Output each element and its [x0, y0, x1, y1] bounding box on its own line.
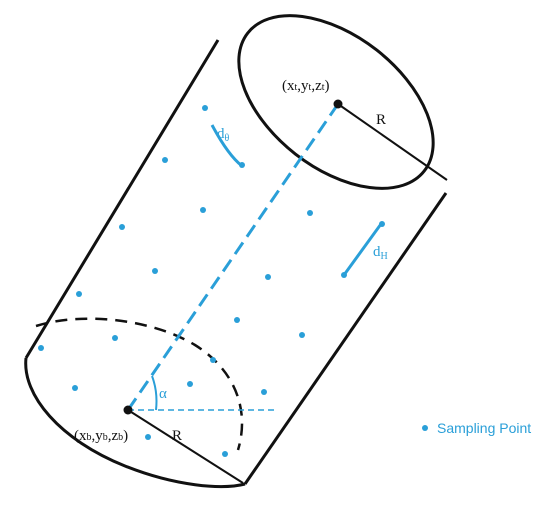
d-theta-label: dθ: [217, 126, 230, 144]
sampling-point: [112, 335, 118, 341]
axis-line: [126, 103, 340, 411]
sampling-point: [152, 268, 158, 274]
bottom-center-point: [123, 405, 133, 415]
sampling-point: [299, 332, 305, 338]
sampling-point: [187, 381, 193, 387]
top-center-point: [333, 99, 343, 109]
sampling-point: [119, 224, 125, 230]
sampling-point: [239, 162, 245, 168]
sampling-point: [210, 357, 216, 363]
sampling-point: [202, 105, 208, 111]
right-side-line: [243, 192, 448, 485]
top-radius-label: R: [376, 112, 386, 128]
sampling-point: [307, 210, 313, 216]
top-ellipse: [237, 14, 435, 190]
sampling-point: [38, 345, 44, 351]
bottom-point-label: (xb,yb,zb): [74, 428, 128, 444]
top-point-label: (xt,yt,zt): [282, 78, 330, 94]
sampling-point: [145, 434, 151, 440]
legend: Sampling Point: [422, 420, 531, 436]
left-side-line: [24, 39, 220, 359]
sampling-point: [234, 317, 240, 323]
bottom-front-arc: [24, 357, 246, 489]
d-h-segment: [342, 223, 383, 276]
sampling-point: [200, 207, 206, 213]
angle-arc: [151, 375, 158, 411]
sampling-points: [38, 105, 385, 457]
legend-sampling-point-marker: [422, 425, 428, 431]
bottom-radius-line: [127, 409, 244, 484]
bottom-radius-label: R: [172, 428, 182, 444]
sampling-point: [379, 221, 385, 227]
sampling-point: [162, 157, 168, 163]
legend-sampling-point-label: Sampling Point: [437, 420, 531, 436]
sampling-point: [222, 451, 228, 457]
sampling-point: [265, 274, 271, 280]
angle-label: α: [159, 386, 167, 402]
sampling-point: [76, 291, 82, 297]
sampling-point: [72, 385, 78, 391]
bottom-hidden-arc: [35, 317, 244, 451]
d-h-label: dH: [373, 244, 388, 262]
sampling-point: [341, 272, 347, 278]
sampling-point: [261, 389, 267, 395]
top-radius-line: [337, 103, 448, 181]
